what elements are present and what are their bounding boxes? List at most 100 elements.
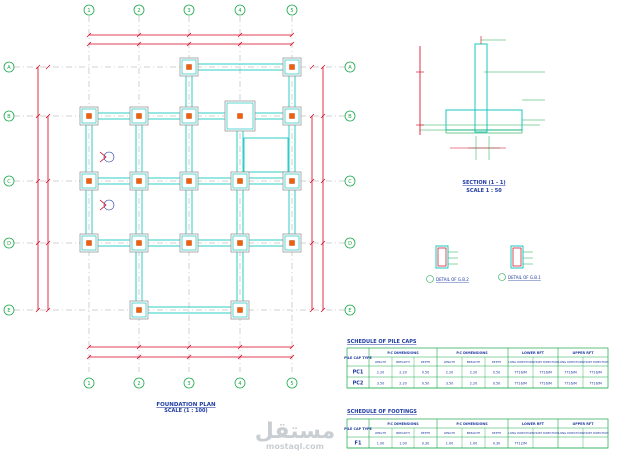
dimension-tick bbox=[186, 344, 192, 350]
pile-cap-inner bbox=[226, 102, 254, 130]
table-row-type: PC2 bbox=[353, 381, 364, 387]
dimension-tick bbox=[320, 240, 326, 246]
table-subheader: LENGTH bbox=[375, 431, 386, 435]
dimension-tick bbox=[35, 240, 41, 246]
grid-bubble bbox=[83, 377, 95, 389]
column bbox=[186, 113, 192, 119]
grid-bubble-label: B bbox=[7, 114, 11, 120]
dimension-tick bbox=[320, 64, 326, 70]
column bbox=[237, 307, 243, 313]
grid-bubble-label: D bbox=[7, 241, 11, 247]
section-arrow bbox=[99, 151, 107, 163]
dimension-tick bbox=[45, 307, 51, 313]
grid-bubble-label: 5 bbox=[290, 8, 293, 14]
pile-cap-inner bbox=[284, 173, 300, 189]
grid-bubble bbox=[234, 4, 246, 16]
column bbox=[186, 240, 192, 246]
grid-bubble bbox=[344, 304, 356, 316]
dimension-tick bbox=[289, 32, 295, 38]
table-cell: 7T16/M bbox=[589, 382, 602, 386]
table-cell: 1.00 bbox=[399, 442, 407, 446]
pile-cap-inner bbox=[181, 235, 197, 251]
pile-caps bbox=[79, 57, 302, 320]
table-subheader: SHORT DIRECTION bbox=[533, 360, 559, 364]
grid-bubble-label: 1 bbox=[87, 8, 90, 14]
table-cell: 2.20 bbox=[446, 371, 454, 375]
pile-cap-inner bbox=[232, 173, 248, 189]
table-subheader: LENGTH bbox=[444, 360, 455, 364]
dimension-tick bbox=[289, 354, 295, 360]
table-subheader: DEPTH bbox=[421, 360, 430, 364]
table-subheader: DEPTH bbox=[421, 431, 430, 435]
table-subheader: LONG DIRECTION bbox=[558, 360, 582, 364]
grid-bubble-label: C bbox=[348, 179, 352, 185]
pile-cap-inner bbox=[284, 59, 300, 75]
dimension-tick bbox=[320, 307, 326, 313]
dimension-tick bbox=[136, 32, 142, 38]
table-subheader: SHORT DIRECTION bbox=[533, 431, 559, 435]
table-cell: 3.50 bbox=[377, 382, 385, 386]
pile-cap-inner bbox=[181, 173, 197, 189]
dimension-tick bbox=[45, 240, 51, 246]
table-cell: 0.50 bbox=[422, 371, 430, 375]
table-cell: 7T16/M bbox=[539, 382, 552, 386]
grid-bubble bbox=[133, 4, 145, 16]
grid-bubble-label: B bbox=[348, 114, 352, 120]
pile-cap-inner bbox=[284, 108, 300, 124]
column bbox=[289, 64, 295, 70]
grid-bubble-label: C bbox=[7, 179, 11, 185]
table-subheader: BREADTH bbox=[467, 360, 481, 364]
dimension-tick bbox=[136, 354, 142, 360]
table-cell: 1.00 bbox=[470, 442, 478, 446]
table-subheader: SHORT DIRECTION bbox=[583, 360, 609, 364]
table-cell: 3.50 bbox=[446, 382, 454, 386]
table-header: PILE CAP TYPE bbox=[344, 356, 372, 360]
grid-bubble-label: 4 bbox=[238, 8, 241, 14]
grid-bubble bbox=[133, 377, 145, 389]
dimension-tick bbox=[309, 113, 315, 119]
pile-cap-inner bbox=[131, 235, 147, 251]
grid-bubble bbox=[3, 304, 15, 316]
dimension-tick bbox=[309, 240, 315, 246]
table-group-header: P.C DIMENSIONS bbox=[387, 351, 419, 355]
pile-cap-inner bbox=[81, 173, 97, 189]
table-cell: 7T16/M bbox=[514, 382, 527, 386]
table-group-header: P.C DIMENSIONS bbox=[456, 351, 488, 355]
dimension-tick bbox=[289, 41, 295, 47]
table-subheader: LONG DIRECTION bbox=[508, 360, 532, 364]
grid-bubble bbox=[183, 4, 195, 16]
grid-bubble-label: 2 bbox=[137, 8, 140, 14]
grid-bubble-label: A bbox=[348, 65, 352, 71]
table-cell: 2.20 bbox=[377, 371, 385, 375]
section-scale: SCALE 1 : 50 bbox=[466, 188, 502, 194]
grid-bubble bbox=[344, 61, 356, 73]
table-cell: 0.50 bbox=[493, 371, 501, 375]
table-group-header: LOWER RFT bbox=[522, 422, 545, 426]
pile-cap-inner bbox=[181, 108, 197, 124]
pile-cap-inner bbox=[232, 302, 248, 318]
table-cell: 7T12/M bbox=[514, 442, 527, 446]
dimension-tick bbox=[35, 64, 41, 70]
column bbox=[136, 113, 142, 119]
column bbox=[237, 113, 243, 119]
grid-bubble-label: A bbox=[7, 65, 11, 71]
table-cell: 0.30 bbox=[493, 442, 501, 446]
watermark-latin: mostaql.com bbox=[266, 442, 324, 451]
table-subheader: DEPTH bbox=[492, 431, 501, 435]
grid-bubble-label: D bbox=[348, 241, 352, 247]
column bbox=[186, 178, 192, 184]
pile-cap-inner bbox=[131, 108, 147, 124]
dimension-tick bbox=[237, 32, 243, 38]
pile-cap-inner bbox=[232, 235, 248, 251]
dimension-tick bbox=[320, 113, 326, 119]
pile-cap-inner bbox=[181, 59, 197, 75]
dimension-lines bbox=[35, 32, 326, 360]
table-cell: 7T16/M bbox=[564, 382, 577, 386]
column bbox=[237, 178, 243, 184]
table-subheader: LENGTH bbox=[444, 431, 455, 435]
grid-bubble bbox=[234, 377, 246, 389]
grid-bubble-label: 1 bbox=[87, 381, 90, 387]
